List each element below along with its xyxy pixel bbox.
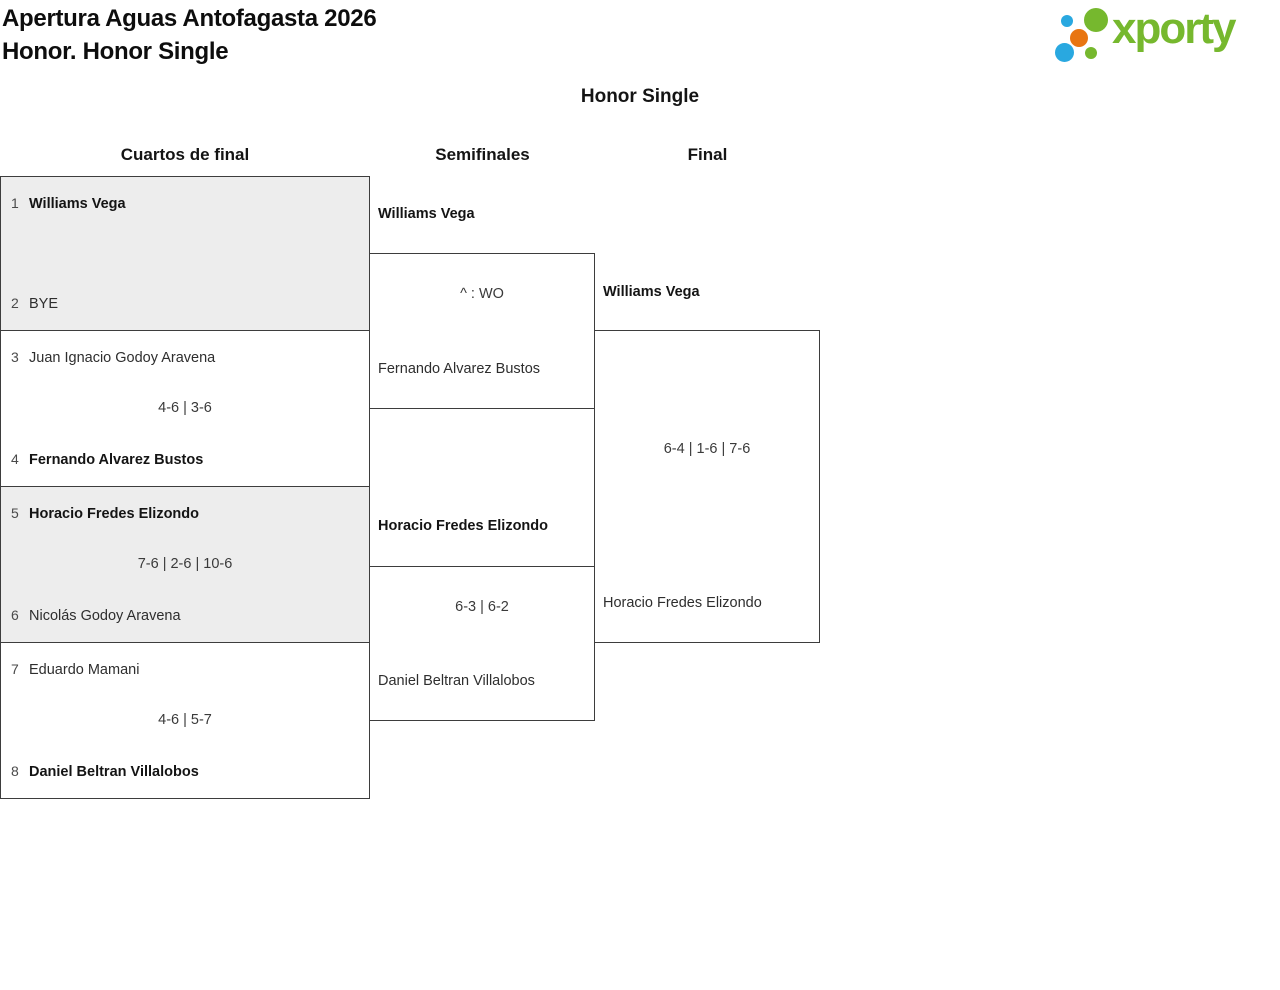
player-seed: 5 [11, 505, 19, 521]
match-score: 7-6 | 2-6 | 10-6 [137, 555, 233, 572]
player-name: Eduardo Mamani [29, 662, 140, 678]
player-seed: 2 [11, 295, 19, 311]
player-seed: 8 [11, 763, 19, 779]
player-name: Daniel Beltran Villalobos [29, 764, 199, 780]
logo-dot-green-small-icon [1085, 47, 1097, 59]
player-entry: 7 Eduardo Mamani [11, 661, 359, 679]
player-entry: 6 Nicolás Godoy Aravena [11, 607, 359, 625]
match-quarterfinal-3: 5 Horacio Fredes Elizondo 7-6 | 2-6 | 10-… [0, 486, 370, 643]
page-title: Apertura Aguas Antofagasta 2026 Honor. H… [2, 2, 377, 68]
player-name: Nicolás Godoy Aravena [29, 608, 181, 624]
player-name: Fernando Alvarez Bustos [378, 361, 541, 377]
match-score: 4-6 | 3-6 [158, 399, 212, 416]
player-name: Juan Ignacio Godoy Aravena [29, 350, 216, 366]
match-score: ^ : WO [460, 286, 504, 302]
logo-dot-blue-small-icon [1061, 15, 1073, 27]
round-header-cuartos-de-final: Cuartos de final [120, 145, 250, 164]
match-final: 6-4 | 1-6 | 7-6 Horacio Fredes Elizondo [594, 330, 820, 643]
match-score: 6-3 | 6-2 [455, 599, 509, 615]
semifinal-2-player-1-label: Horacio Fredes Elizondo [378, 518, 548, 534]
player-entry: 3 Juan Ignacio Godoy Aravena [11, 349, 359, 367]
match-semifinal-1: ^ : WO Fernando Alvarez Bustos [369, 253, 595, 409]
tournament-title: Apertura Aguas Antofagasta 2026 [2, 5, 377, 32]
semifinal-1-player-1-label: Williams Vega [378, 206, 475, 222]
bracket-title: Honor Single [580, 86, 700, 107]
logo-dot-green-large-icon [1084, 8, 1108, 32]
match-quarterfinal-1: 1 Williams Vega 2 BYE [0, 176, 370, 331]
player-entry: 8 Daniel Beltran Villalobos [11, 763, 359, 781]
match-semifinal-2: 6-3 | 6-2 Daniel Beltran Villalobos [369, 566, 595, 721]
player-name: Daniel Beltran Villalobos [378, 673, 535, 689]
player-seed: 3 [11, 349, 19, 365]
round-header-semifinales: Semifinales [435, 145, 530, 164]
player-name: BYE [29, 296, 59, 312]
xporty-logo: xporty [1050, 0, 1270, 70]
player-name: Horacio Fredes Elizondo [29, 506, 199, 522]
final-player-1-label: Williams Vega [603, 284, 700, 300]
player-seed: 6 [11, 607, 19, 623]
player-name: Horacio Fredes Elizondo [603, 595, 762, 611]
match-quarterfinal-4: 7 Eduardo Mamani 4-6 | 5-7 8 Daniel Beltra… [0, 642, 370, 799]
player-name: Williams Vega [29, 196, 126, 212]
player-seed: 4 [11, 451, 19, 467]
player-seed: 7 [11, 661, 19, 677]
player-entry: 5 Horacio Fredes Elizondo [11, 505, 359, 523]
round-header-final: Final [687, 145, 728, 164]
match-score: 6-4 | 1-6 | 7-6 [663, 441, 751, 457]
match-score: 4-6 | 5-7 [158, 711, 212, 728]
player-entry: 2 BYE [11, 295, 359, 313]
player-name: Fernando Alvarez Bustos [29, 452, 204, 468]
player-entry: 4 Fernando Alvarez Bustos [11, 451, 359, 469]
category-title: Honor. Honor Single [2, 38, 229, 65]
logo-dot-blue-large-icon [1055, 43, 1074, 62]
player-entry: 1 Williams Vega [11, 195, 359, 213]
xporty-wordmark: xporty [1112, 4, 1236, 53]
player-seed: 1 [11, 195, 19, 211]
logo-dot-orange-icon [1070, 29, 1088, 47]
